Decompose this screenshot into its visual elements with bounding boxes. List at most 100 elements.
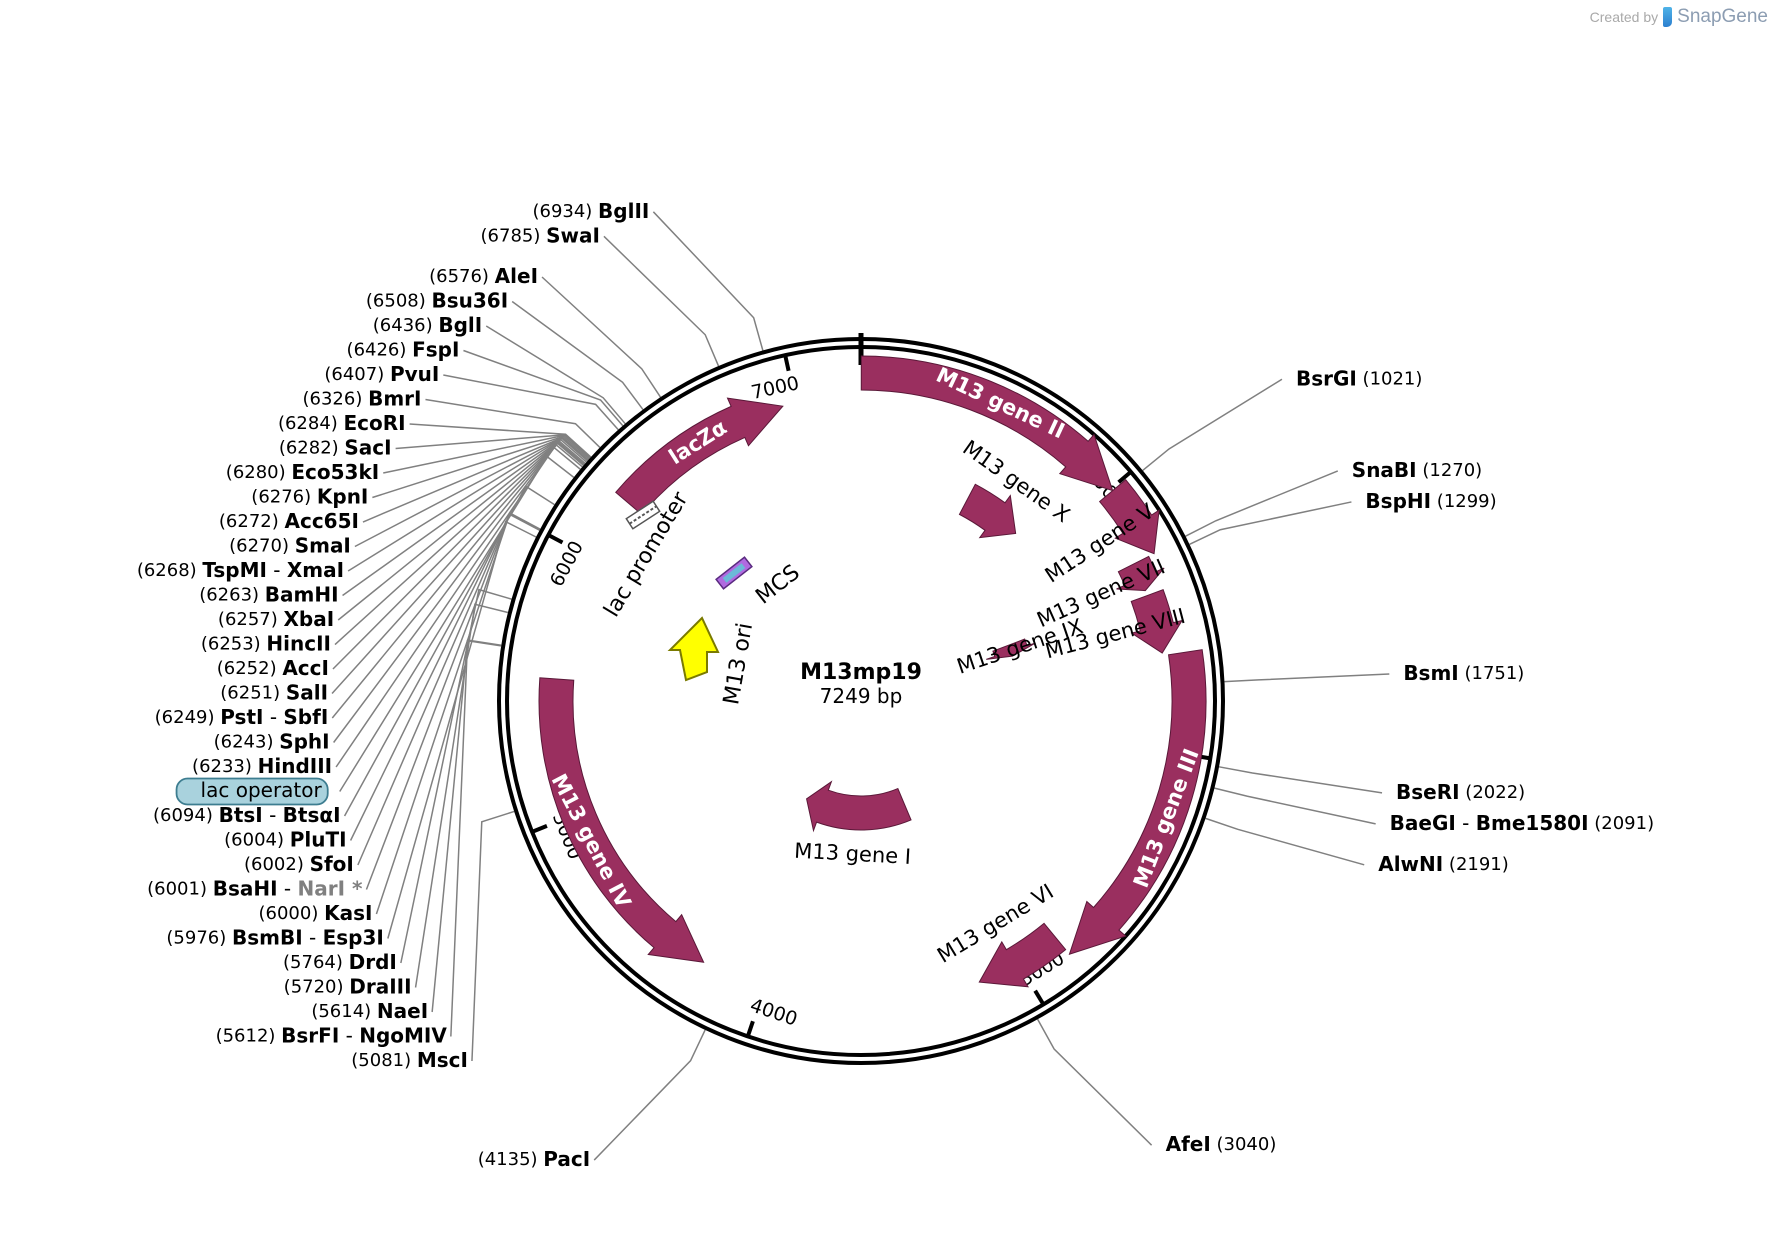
feature-arrow-m13-gene-vii[interactable] — [1116, 555, 1165, 592]
site-label-bsahi[interactable]: (6001) BsaHI - NarI * — [147, 876, 363, 900]
ruler-label-4000: 4000 — [747, 994, 800, 1030]
site-label-smai[interactable]: (6270) SmaI — [229, 533, 351, 557]
site-label-psti[interactable]: (6249) PstI - SbfI — [155, 705, 329, 729]
restriction-site-labels: (6934) BglII(6785) SwaI(6576) AleI(6508)… — [137, 198, 1654, 1170]
site-label-ecori[interactable]: (6284) EcoRI — [278, 411, 406, 435]
site-label-sali[interactable]: (6251) SalI — [220, 680, 328, 704]
site-label-saci[interactable]: (6282) SacI — [279, 435, 392, 459]
site-label-kasi[interactable]: (6000) KasI — [258, 901, 372, 925]
m13-ori-arrow[interactable] — [667, 616, 720, 682]
feature-arrow-m13-gene-iv[interactable] — [538, 677, 705, 963]
leader-line-drdi — [400, 588, 512, 964]
site-leader-lines — [331, 211, 1390, 1161]
site-label-btsi[interactable]: (6094) BtsI - BtsαI — [153, 803, 341, 827]
site-position: (1021) — [1357, 368, 1423, 389]
svg-text:(6326) BmrI: (6326) BmrI — [302, 386, 421, 410]
lac-promoter-mark[interactable] — [625, 500, 661, 530]
site-label-bamhi[interactable]: (6263) BamHI — [199, 582, 338, 606]
site-label-bmri[interactable]: (6326) BmrI — [302, 386, 421, 410]
m13-ori-label: M13 ori — [719, 621, 758, 707]
feature-arrow-m13-gene-i[interactable] — [806, 780, 912, 833]
svg-text:(6251) SalI: (6251) SalI — [220, 680, 328, 704]
site-name: PstI — [220, 705, 263, 729]
svg-text:(5720) DraIII: (5720) DraIII — [284, 974, 412, 998]
feature-arrow-m13-gene-v[interactable] — [1098, 479, 1160, 555]
feature-arrow-m13-gene-x[interactable] — [958, 483, 1017, 539]
site-name: BspHI — [1365, 488, 1431, 512]
site-label-bseri[interactable]: BseRI (2022) — [1396, 779, 1525, 803]
site-label-hindiii[interactable]: (6233) HindIII — [192, 754, 332, 778]
site-label-msci[interactable]: (5081) MscI — [351, 1048, 468, 1072]
site-label-fspi[interactable]: (6426) FspI — [347, 337, 460, 361]
site-label-draiii[interactable]: (5720) DraIII — [284, 974, 412, 998]
leader-line-bsu36i — [511, 300, 644, 410]
site-label-afei[interactable]: AfeI (3040) — [1166, 1132, 1277, 1156]
site-position: (2091) — [1589, 813, 1655, 834]
site-position: (6508) — [366, 291, 432, 312]
site-label-bsphi[interactable]: BspHI (1299) — [1365, 488, 1496, 512]
plasmid-center-label: M13mp19 7249 bp — [800, 660, 922, 708]
site-label-bsrgi[interactable]: BsrGI (1021) — [1296, 366, 1422, 390]
feature-arrow-m13-gene-ii[interactable] — [860, 355, 1114, 492]
ruler-tick-1000 — [1117, 470, 1133, 484]
site-label-drdi[interactable]: (5764) DrdI — [283, 950, 397, 974]
site-label-eco53ki[interactable]: (6280) Eco53kI — [226, 460, 379, 484]
site-position: (6000) — [258, 903, 324, 924]
svg-text:(4135) PacI: (4135) PacI — [478, 1147, 591, 1171]
site-position: (6002) — [244, 854, 310, 875]
site-label-kpni[interactable]: (6276) KpnI — [251, 484, 368, 508]
svg-text:AlwNI (2191): AlwNI (2191) — [1378, 851, 1509, 875]
svg-text:(6253) HincII: (6253) HincII — [201, 631, 331, 655]
site-label-baegi[interactable]: BaeGI - Bme1580I (2091) — [1390, 810, 1654, 834]
site-name: HindIII — [258, 754, 332, 778]
svg-text:(5614) NaeI: (5614) NaeI — [311, 999, 428, 1023]
feature-arrows — [538, 355, 1207, 988]
site-label-pluti[interactable]: (6004) PluTI — [224, 827, 346, 851]
leader-line-snabi — [1185, 470, 1339, 537]
site-label-snabi[interactable]: SnaBI (1270) — [1352, 457, 1482, 481]
site-label-bgli[interactable]: (6436) BglI — [373, 313, 482, 337]
feature-arrow-laczα[interactable] — [615, 397, 784, 516]
site-label-sfoi[interactable]: (6002) SfoI — [244, 852, 354, 876]
site-label-xbai[interactable]: (6257) XbaI — [218, 607, 334, 631]
site-label-lac-operator[interactable]: lac operator — [175, 777, 329, 806]
site-label-pvui[interactable]: (6407) PvuI — [324, 362, 439, 386]
site-name: BsrGI — [1296, 366, 1357, 390]
leader-line-btsi — [343, 485, 555, 817]
leader-line-lac-operator — [339, 455, 575, 792]
site-label-bsmbi[interactable]: (5976) BsmBI - Esp3I — [166, 925, 383, 949]
svg-text:(6249) PstI - SbfI: (6249) PstI - SbfI — [155, 705, 329, 729]
site-label-bsmi[interactable]: BsmI (1751) — [1403, 661, 1524, 685]
feature-arrow-m13-gene-iii[interactable] — [1068, 649, 1207, 956]
site-name-secondary: Esp3I — [323, 925, 384, 949]
site-label-alwni[interactable]: AlwNI (2191) — [1378, 851, 1509, 875]
site-label-alei[interactable]: (6576) AleI — [429, 264, 538, 288]
site-label-tspmi[interactable]: (6268) TspMI - XmaI — [137, 558, 344, 582]
site-label-sphi[interactable]: (6243) SphI — [214, 729, 330, 753]
site-label-naei[interactable]: (5614) NaeI — [311, 999, 428, 1023]
site-label-hincii[interactable]: (6253) HincII — [201, 631, 331, 655]
site-label-acc65i[interactable]: (6272) Acc65I — [219, 509, 359, 533]
site-position: (6785) — [481, 225, 547, 246]
site-label-bsu36i[interactable]: (6508) Bsu36I — [366, 288, 508, 312]
svg-text:(6268) TspMI - XmaI: (6268) TspMI - XmaI — [137, 558, 344, 582]
site-position: (6282) — [279, 438, 345, 459]
feature-arrow-m13-gene-vi[interactable] — [978, 922, 1067, 988]
site-label-bglii[interactable]: (6934) BglII — [532, 198, 649, 222]
site-label-acci[interactable]: (6252) AccI — [217, 656, 329, 680]
leader-line-bglii — [652, 211, 764, 351]
feature-arrow-m13-gene-ix[interactable] — [986, 638, 1036, 660]
leader-line-kasi — [375, 513, 540, 915]
site-position: (6251) — [220, 683, 286, 704]
mcs-box[interactable] — [715, 556, 753, 590]
site-label-paci[interactable]: (4135) PacI — [478, 1147, 591, 1171]
leader-line-bseri — [1218, 766, 1383, 794]
feature-arrow-m13-gene-viii[interactable] — [1130, 589, 1184, 654]
snapgene-credit[interactable]: Created by SnapGene — [1590, 6, 1768, 28]
site-position: (5764) — [283, 952, 349, 973]
site-position: (1299) — [1431, 491, 1497, 512]
site-label-swai[interactable]: (6785) SwaI — [481, 223, 600, 247]
site-label-bsrfi[interactable]: (5612) BsrFI - NgoMIV — [216, 1023, 448, 1047]
svg-text:BaeGI - Bme1580I (2091): BaeGI - Bme1580I (2091) — [1390, 810, 1654, 834]
